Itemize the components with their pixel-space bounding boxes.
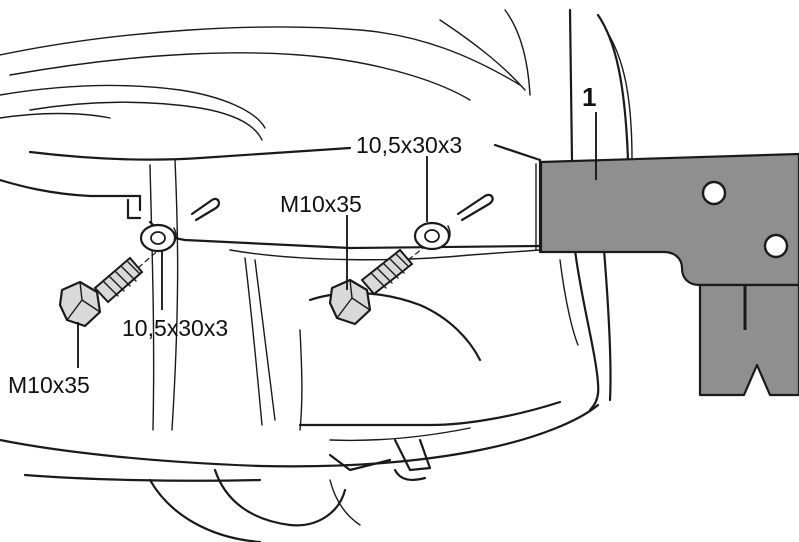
bolt-spec-label-right: M10x35 bbox=[280, 191, 362, 217]
vehicle-body-outline bbox=[0, 8, 633, 542]
part-number-label: 1 bbox=[582, 82, 596, 112]
bracket-hole-lower bbox=[763, 233, 789, 259]
washer-right bbox=[413, 221, 451, 251]
bolt-spec-label-left: M10x35 bbox=[8, 372, 90, 398]
bolt-right bbox=[328, 237, 437, 326]
mounting-bracket bbox=[535, 152, 799, 397]
bolt-left bbox=[58, 239, 171, 328]
leader-lines bbox=[77, 112, 597, 368]
washer-spec-label-bottom: 10,5x30x3 bbox=[122, 315, 228, 341]
bracket-hole-upper bbox=[701, 180, 727, 206]
washer-spec-label-top: 10,5x30x3 bbox=[356, 132, 462, 158]
washer-left bbox=[139, 223, 177, 253]
